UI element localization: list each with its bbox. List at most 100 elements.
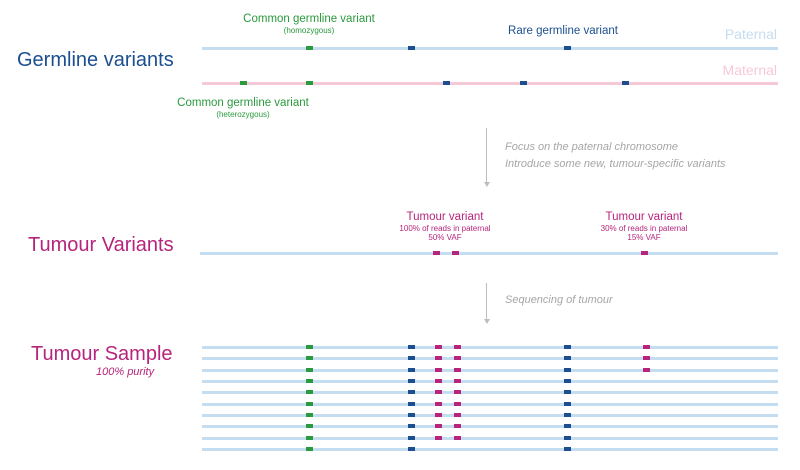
read-tumour-a-mark	[454, 345, 461, 349]
read-tumour-a-mark	[454, 424, 461, 428]
step1-arrow-shaft	[486, 128, 487, 183]
read-line	[202, 425, 778, 428]
paternal-chromosome-line	[202, 47, 778, 50]
read-rare-mark	[408, 379, 415, 383]
read-tumour-a-mark	[435, 379, 442, 383]
read-tumour-a-mark	[435, 413, 442, 417]
rare-germline-mark-paternal	[408, 46, 415, 50]
read-rare-mark	[408, 368, 415, 372]
read-tumour-a-mark	[435, 390, 442, 394]
read-line	[202, 437, 778, 440]
read-rare-mark	[408, 424, 415, 428]
read-line	[202, 369, 778, 372]
step1-arrow-head	[483, 182, 490, 187]
read-rare-mark	[408, 356, 415, 360]
label-common-homozygous-sub: (homozygous)	[283, 26, 335, 36]
label-tumour-variant-b-sub1: 30% of reads in paternal	[600, 224, 688, 234]
read-tumour-a-mark	[435, 345, 442, 349]
read-tumour-a-mark	[435, 368, 442, 372]
rare-germline-mark-paternal	[564, 46, 571, 50]
paternal-label: Paternal	[724, 26, 777, 42]
step2-arrow-head	[483, 319, 490, 324]
common-homozygous-mark-paternal	[306, 46, 313, 50]
read-rare-mark	[408, 436, 415, 440]
read-tumour-a-mark	[435, 356, 442, 360]
read-tumour-a-mark	[454, 379, 461, 383]
read-tumour-a-mark	[454, 390, 461, 394]
read-tumour-a-mark	[435, 402, 442, 406]
read-tumour-a-mark	[454, 368, 461, 372]
step1-note: Focus on the paternal chromosome Introdu…	[505, 139, 726, 173]
common-heterozygous-mark-maternal	[240, 81, 247, 85]
read-rare-mark	[564, 424, 571, 428]
read-tumour-a-mark	[454, 413, 461, 417]
read-line	[202, 448, 778, 451]
step1-note-line1: Focus on the paternal chromosome	[505, 141, 679, 153]
read-common-mark	[306, 424, 313, 428]
read-tumour-a-mark	[454, 402, 461, 406]
read-common-mark	[306, 356, 313, 360]
germline-title: Germline variants	[17, 49, 174, 71]
read-rare-mark	[564, 447, 571, 451]
label-rare-germline-main: Rare germline variant	[508, 25, 618, 37]
read-rare-mark	[408, 345, 415, 349]
label-common-heterozygous: Common germline variant (heterozygous)	[177, 97, 309, 119]
label-common-heterozygous-main: Common germline variant	[177, 97, 309, 109]
read-rare-mark	[408, 413, 415, 417]
read-tumour-a-mark	[454, 436, 461, 440]
read-line	[202, 414, 778, 417]
read-tumour-b-mark	[643, 345, 650, 349]
tumour-variants-title: Tumour Variants	[28, 234, 174, 256]
read-common-mark	[306, 368, 313, 372]
read-tumour-b-mark	[643, 356, 650, 360]
step1-note-line2: Introduce some new, tumour-specific vari…	[505, 158, 726, 171]
read-rare-mark	[408, 402, 415, 406]
label-tumour-variant-b: Tumour variant 30% of reads in paternal …	[601, 211, 688, 243]
label-common-homozygous: Common germline variant (homozygous)	[243, 13, 375, 35]
label-tumour-variant-b-sub2: 15% VAF	[627, 233, 661, 243]
label-common-heterozygous-sub: (heterozygous)	[216, 110, 270, 120]
read-rare-mark	[564, 413, 571, 417]
maternal-label: Maternal	[722, 62, 777, 78]
maternal-chromosome-line	[202, 82, 778, 85]
step2-arrow-shaft	[486, 283, 487, 320]
read-common-mark	[306, 436, 313, 440]
read-line	[202, 391, 778, 394]
tumour-variant-a-mark	[433, 251, 440, 255]
read-tumour-a-mark	[435, 436, 442, 440]
label-tumour-variant-a: Tumour variant 100% of reads in paternal…	[399, 211, 490, 243]
read-common-mark	[306, 402, 313, 406]
read-common-mark	[306, 447, 313, 451]
read-common-mark	[306, 345, 313, 349]
read-rare-mark	[564, 436, 571, 440]
label-common-homozygous-main: Common germline variant	[243, 13, 375, 25]
tumour-paternal-line	[200, 252, 778, 255]
read-rare-mark	[564, 390, 571, 394]
rare-germline-mark-maternal	[443, 81, 450, 85]
label-tumour-variant-b-main: Tumour variant	[605, 211, 683, 223]
read-line	[202, 357, 778, 360]
read-rare-mark	[564, 368, 571, 372]
read-rare-mark	[408, 447, 415, 451]
label-tumour-variant-a-main: Tumour variant	[406, 211, 484, 223]
read-rare-mark	[408, 390, 415, 394]
read-line	[202, 403, 778, 406]
tumour-variant-b-mark	[641, 251, 648, 255]
tumour-variant-a-mark	[452, 251, 459, 255]
read-common-mark	[306, 390, 313, 394]
label-tumour-variant-a-sub1: 100% of reads in paternal	[399, 224, 491, 234]
read-rare-mark	[564, 345, 571, 349]
read-common-mark	[306, 413, 313, 417]
label-rare-germline: Rare germline variant	[508, 25, 618, 38]
read-line	[202, 380, 778, 383]
tumour-sample-title: Tumour Sample	[31, 343, 173, 365]
common-homozygous-mark-maternal	[306, 81, 313, 85]
tumour-sample-subtitle: 100% purity	[96, 366, 155, 378]
read-tumour-a-mark	[454, 356, 461, 360]
rare-germline-mark-maternal	[622, 81, 629, 85]
read-rare-mark	[564, 379, 571, 383]
rare-germline-mark-maternal	[520, 81, 527, 85]
read-line	[202, 346, 778, 349]
read-rare-mark	[564, 402, 571, 406]
